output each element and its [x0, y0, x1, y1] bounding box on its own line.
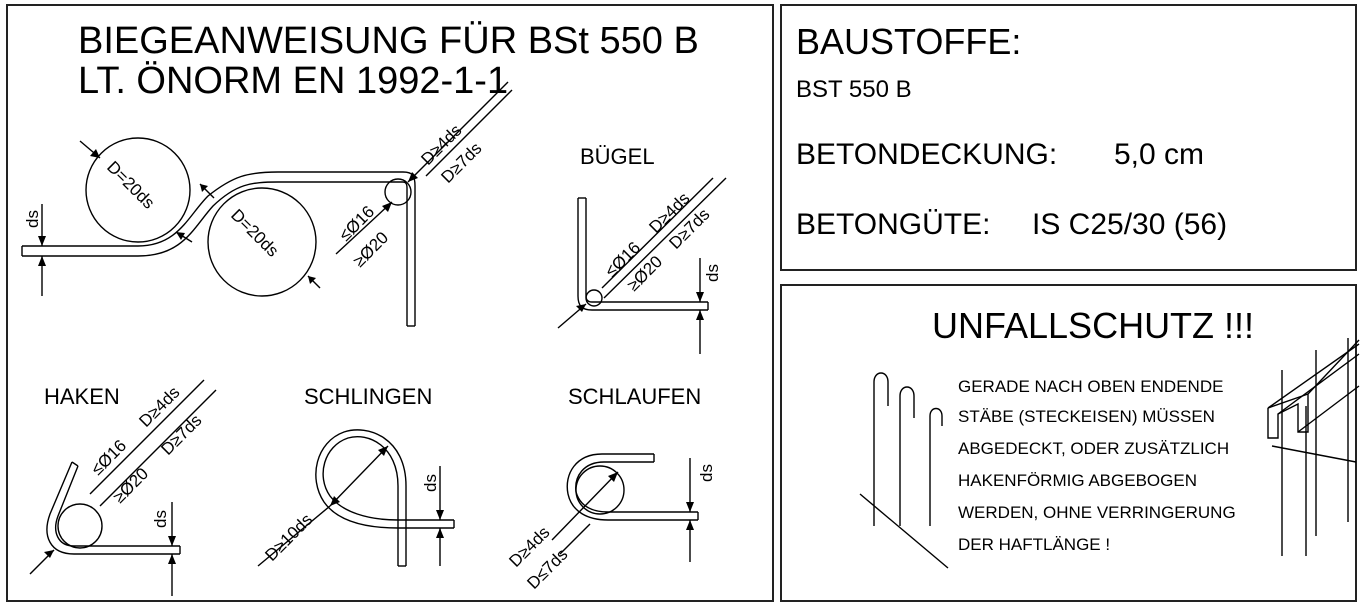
materials-panel: BAUSTOFFE: BST 550 B BETONDECKUNG: 5,0 c…: [780, 4, 1357, 271]
safety-panel: UNFALLSCHUTZ !!! GERADE NACH OBEN ENDEND…: [780, 284, 1360, 602]
safety-line-1: GERADE NACH OBEN ENDENDE: [958, 377, 1224, 396]
label-schlingen: SCHLINGEN: [304, 384, 432, 409]
concrete-cover-value: 5,0 cm: [1114, 138, 1205, 171]
dim-ds-schlaufen: ds: [697, 464, 716, 482]
concrete-grade-label: BETONGÜTE:: [796, 208, 991, 241]
safety-line-5: WERDEN, OHNE VERRINGERUNG: [958, 503, 1236, 522]
safety-line-4: HAKENFÖRMIG ABGEBOGEN: [958, 471, 1197, 490]
main-bend-drawing: ds D=20ds D=20ds D≥4ds D≥7ds ≤Ø16 ≥Ø20: [21, 81, 513, 327]
label-schlaufen: SCHLAUFEN: [568, 384, 701, 409]
schlaufen-drawing: D≥4ds D≤7ds ds: [505, 453, 716, 593]
safety-line-2: STÄBE (STECKEISEN) MÜSSEN: [958, 407, 1215, 426]
dim-ds-main: ds: [23, 210, 42, 228]
label-haken: HAKEN: [44, 384, 120, 409]
haken-drawing: ≤Ø16 D≥4ds ≥Ø20 D≥7ds ds: [29, 379, 217, 596]
dim-d10-schlingen: D≥10ds: [261, 510, 316, 565]
dim-d20-right: D=20ds: [227, 205, 282, 260]
dim-ds-haken: ds: [151, 510, 170, 528]
bending-instructions-panel: BIEGEANWEISUNG FÜR BSt 550 B LT. ÖNORM E…: [6, 4, 774, 602]
dim-d7-haken: D≥7ds: [157, 411, 205, 459]
concrete-grade-value: IS C25/30 (56): [1032, 208, 1228, 241]
concrete-cover-label: BETONDECKUNG:: [796, 138, 1058, 171]
schlingen-drawing: D≥10ds ds: [257, 429, 455, 567]
buegel-drawing: ≤Ø16 D≥4ds ≥Ø20 D≥7ds ds: [557, 177, 727, 354]
dim-ds-schlingen: ds: [421, 474, 440, 492]
safety-heading: UNFALLSCHUTZ !!!: [932, 305, 1255, 346]
bending-title-line2: LT. ÖNORM EN 1992-1-1: [78, 60, 509, 102]
dim-d20-left: D=20ds: [103, 157, 158, 212]
dim-ds-buegel: ds: [703, 264, 722, 282]
materials-heading: BAUSTOFFE:: [796, 21, 1022, 62]
safety-illustration: [859, 338, 1360, 569]
dim-ge20-haken: ≥Ø20: [109, 464, 152, 507]
materials-steel: BST 550 B: [796, 76, 912, 103]
safety-line-3: ABGEDECKT, ODER ZUSÄTZLICH: [958, 439, 1230, 458]
bending-diagrams: ds D=20ds D=20ds D≥4ds D≥7ds ≤Ø16 ≥Ø20 B…: [21, 81, 727, 596]
dim-le16-haken: ≤Ø16: [87, 436, 130, 479]
label-buegel: BÜGEL: [580, 144, 655, 169]
bending-title-line1: BIEGEANWEISUNG FÜR BSt 550 B: [78, 20, 699, 62]
safety-line-6: DER HAFTLÄNGE !: [958, 535, 1111, 554]
